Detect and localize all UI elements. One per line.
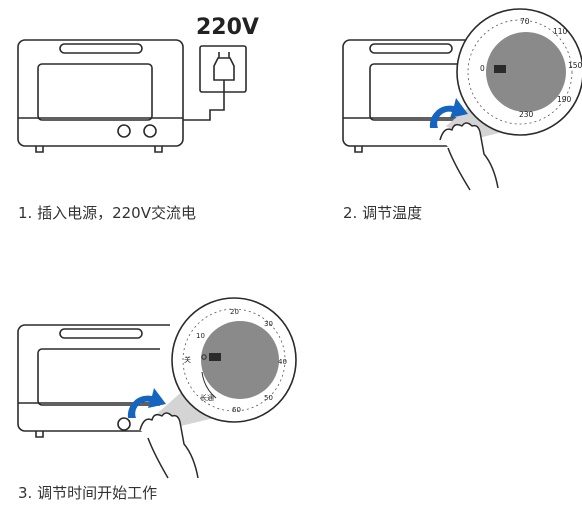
- on-label: 长通: [200, 393, 214, 402]
- step2-label: 2. 调节温度: [343, 202, 422, 223]
- timer-dial: 10 20 30 40 50 60 关 长通: [171, 297, 297, 423]
- dial-tick: 110: [553, 27, 568, 36]
- off-label: 关: [184, 355, 191, 364]
- dial-tick: 30: [264, 320, 273, 328]
- dial-tick: 60: [232, 406, 241, 414]
- step-text: 插入电源，220V交流电: [37, 204, 196, 222]
- voltage-label: 220V: [196, 15, 259, 40]
- step-number: 3.: [18, 484, 33, 502]
- dial-tick: 70: [520, 17, 530, 26]
- dial-tick: 150: [568, 61, 582, 70]
- step-number: 1.: [18, 204, 33, 222]
- dial-tick: 40: [278, 358, 287, 366]
- power-socket: [183, 45, 247, 121]
- dial-tick: 20: [230, 308, 239, 316]
- dial-tick: 10: [196, 332, 205, 340]
- step-text: 调节温度: [362, 204, 423, 222]
- step-number: 2.: [343, 204, 358, 222]
- step3-label: 3. 调节时间开始工作: [18, 482, 157, 503]
- step1-oven: [17, 39, 184, 153]
- step-text: 调节时间开始工作: [37, 484, 158, 502]
- step3-oven: [17, 324, 170, 438]
- step3-arrow-hand: [127, 388, 199, 479]
- dial-tick: 0: [480, 64, 485, 73]
- dial-tick: 190: [557, 95, 572, 104]
- temperature-dial: 70 110 150 190 230 0: [456, 8, 582, 136]
- dial-tick: 50: [264, 394, 273, 402]
- step2-oven: [342, 39, 480, 153]
- step1-label: 1. 插入电源，220V交流电: [18, 202, 196, 223]
- step2-arrow-hand: [429, 98, 499, 191]
- dial-tick: 230: [519, 110, 534, 119]
